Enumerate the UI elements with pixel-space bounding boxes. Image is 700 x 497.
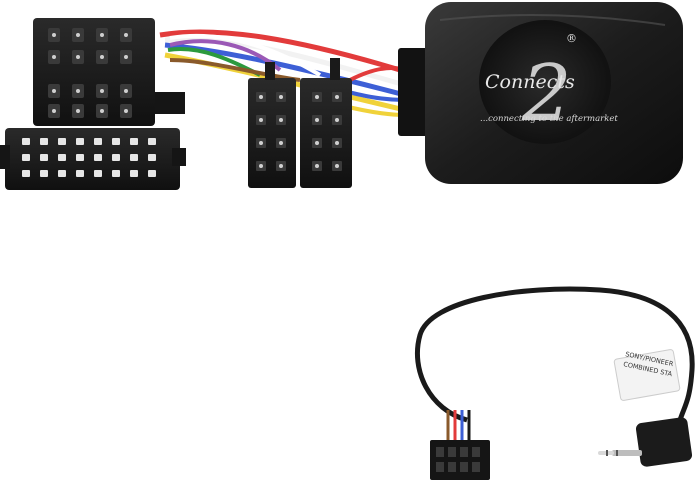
brand-tagline: ...connecting to the aftermarket (480, 114, 618, 124)
interface-box: 2 Connects ® ...connecting to the afterm… (398, 2, 683, 184)
wide-connector (0, 128, 186, 190)
brand-wordmark: Connects (485, 71, 575, 93)
brand-numeral: 2 (521, 49, 572, 139)
wire-bundle (159, 29, 406, 117)
steering-cable: SONY/PIONEER COMBINED STA (414, 286, 695, 480)
iso-connector-middle (248, 58, 352, 188)
brand-registered: ® (566, 32, 577, 45)
iso-connector-left (33, 18, 185, 126)
